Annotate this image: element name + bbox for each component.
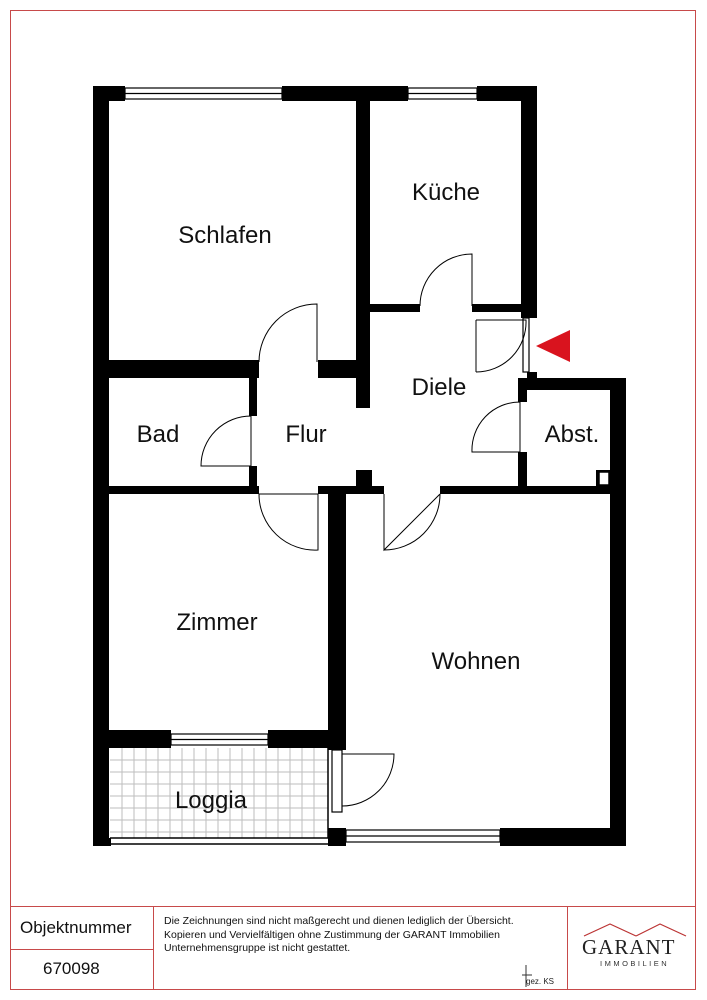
object-divider: [10, 949, 154, 950]
room-label-kueche: Küche: [412, 179, 480, 206]
windows: [124, 87, 530, 843]
wall: [93, 486, 259, 494]
wall: [521, 86, 537, 318]
room-label-zimmer: Zimmer: [176, 609, 257, 636]
wall: [93, 730, 171, 748]
wall: [268, 730, 346, 748]
wall: [370, 304, 420, 312]
room-label-bad: Bad: [137, 421, 180, 448]
wall: [440, 486, 526, 494]
door-bad: [200, 415, 252, 467]
wall: [518, 378, 527, 402]
garant-logo: GARANT IMMOBILIEN: [567, 907, 696, 990]
wall: [318, 486, 384, 494]
disclaimer: Die Zeichnungen sind nicht maßgerecht un…: [164, 915, 559, 956]
wall: [518, 486, 618, 494]
wall: [249, 370, 257, 416]
window-zimmer: [170, 733, 269, 746]
room-label-loggia: Loggia: [175, 787, 248, 814]
wall: [472, 304, 528, 312]
entrance-marker-icon: [536, 330, 570, 362]
door-schlafen: [258, 303, 318, 363]
wall: [318, 360, 370, 378]
logo-name: GARANT: [582, 935, 676, 959]
object-number: 670098: [43, 959, 100, 978]
wall: [93, 360, 259, 378]
wall: [610, 378, 626, 846]
door-wohnen: [383, 493, 441, 552]
room-label-schlafen: Schlafen: [178, 222, 271, 249]
drawn-by: gez. KS: [526, 977, 555, 986]
wall: [527, 372, 537, 382]
wall: [282, 86, 408, 101]
wall: [500, 828, 626, 846]
window-loggia-door: [331, 749, 343, 813]
loggia-tiles: [110, 748, 328, 838]
room-label-diele: Diele: [412, 374, 467, 401]
doors: [200, 253, 527, 807]
logo-roof-icon: [583, 923, 687, 937]
object-box: Objektnummer 670098: [10, 907, 154, 990]
wall: [93, 86, 109, 846]
door-zimmer: [258, 493, 319, 551]
wall: [328, 486, 346, 750]
disclaimer-line: Unternehmensgruppe ist nicht gestattet.: [164, 942, 351, 954]
window-kueche: [407, 87, 478, 100]
wall: [328, 828, 346, 846]
door-loggia: [341, 753, 395, 807]
thin-outlines: [110, 471, 610, 845]
page-frame: [10, 10, 696, 990]
object-label: Objektnummer: [20, 918, 132, 937]
door-entrance: [475, 319, 527, 373]
wall: [518, 452, 527, 494]
room-label-wohnen: Wohnen: [432, 648, 521, 675]
wall: [527, 378, 626, 390]
room-label-flur: Flur: [285, 421, 326, 448]
footer: Objektnummer 670098 Die Zeichnungen sind…: [10, 906, 696, 990]
room-label-abst: Abst.: [545, 421, 600, 448]
wall: [356, 86, 370, 408]
wall: [249, 466, 257, 492]
disclaimer-line: Kopieren und Vervielfältigen ohne Zustim…: [164, 928, 500, 941]
logo-subtitle: IMMOBILIEN: [600, 959, 670, 968]
wall: [356, 470, 372, 492]
door-kueche: [419, 253, 473, 307]
window-wohnen: [345, 829, 501, 843]
door-abst: [471, 401, 521, 453]
walls: [93, 86, 626, 846]
wall: [93, 838, 111, 846]
window-schlafen: [124, 87, 283, 100]
disclaimer-line: Die Zeichnungen sind nicht maßgerecht un…: [164, 915, 514, 927]
window-entrance: [522, 317, 530, 373]
drawn-by-mark: [522, 965, 532, 987]
